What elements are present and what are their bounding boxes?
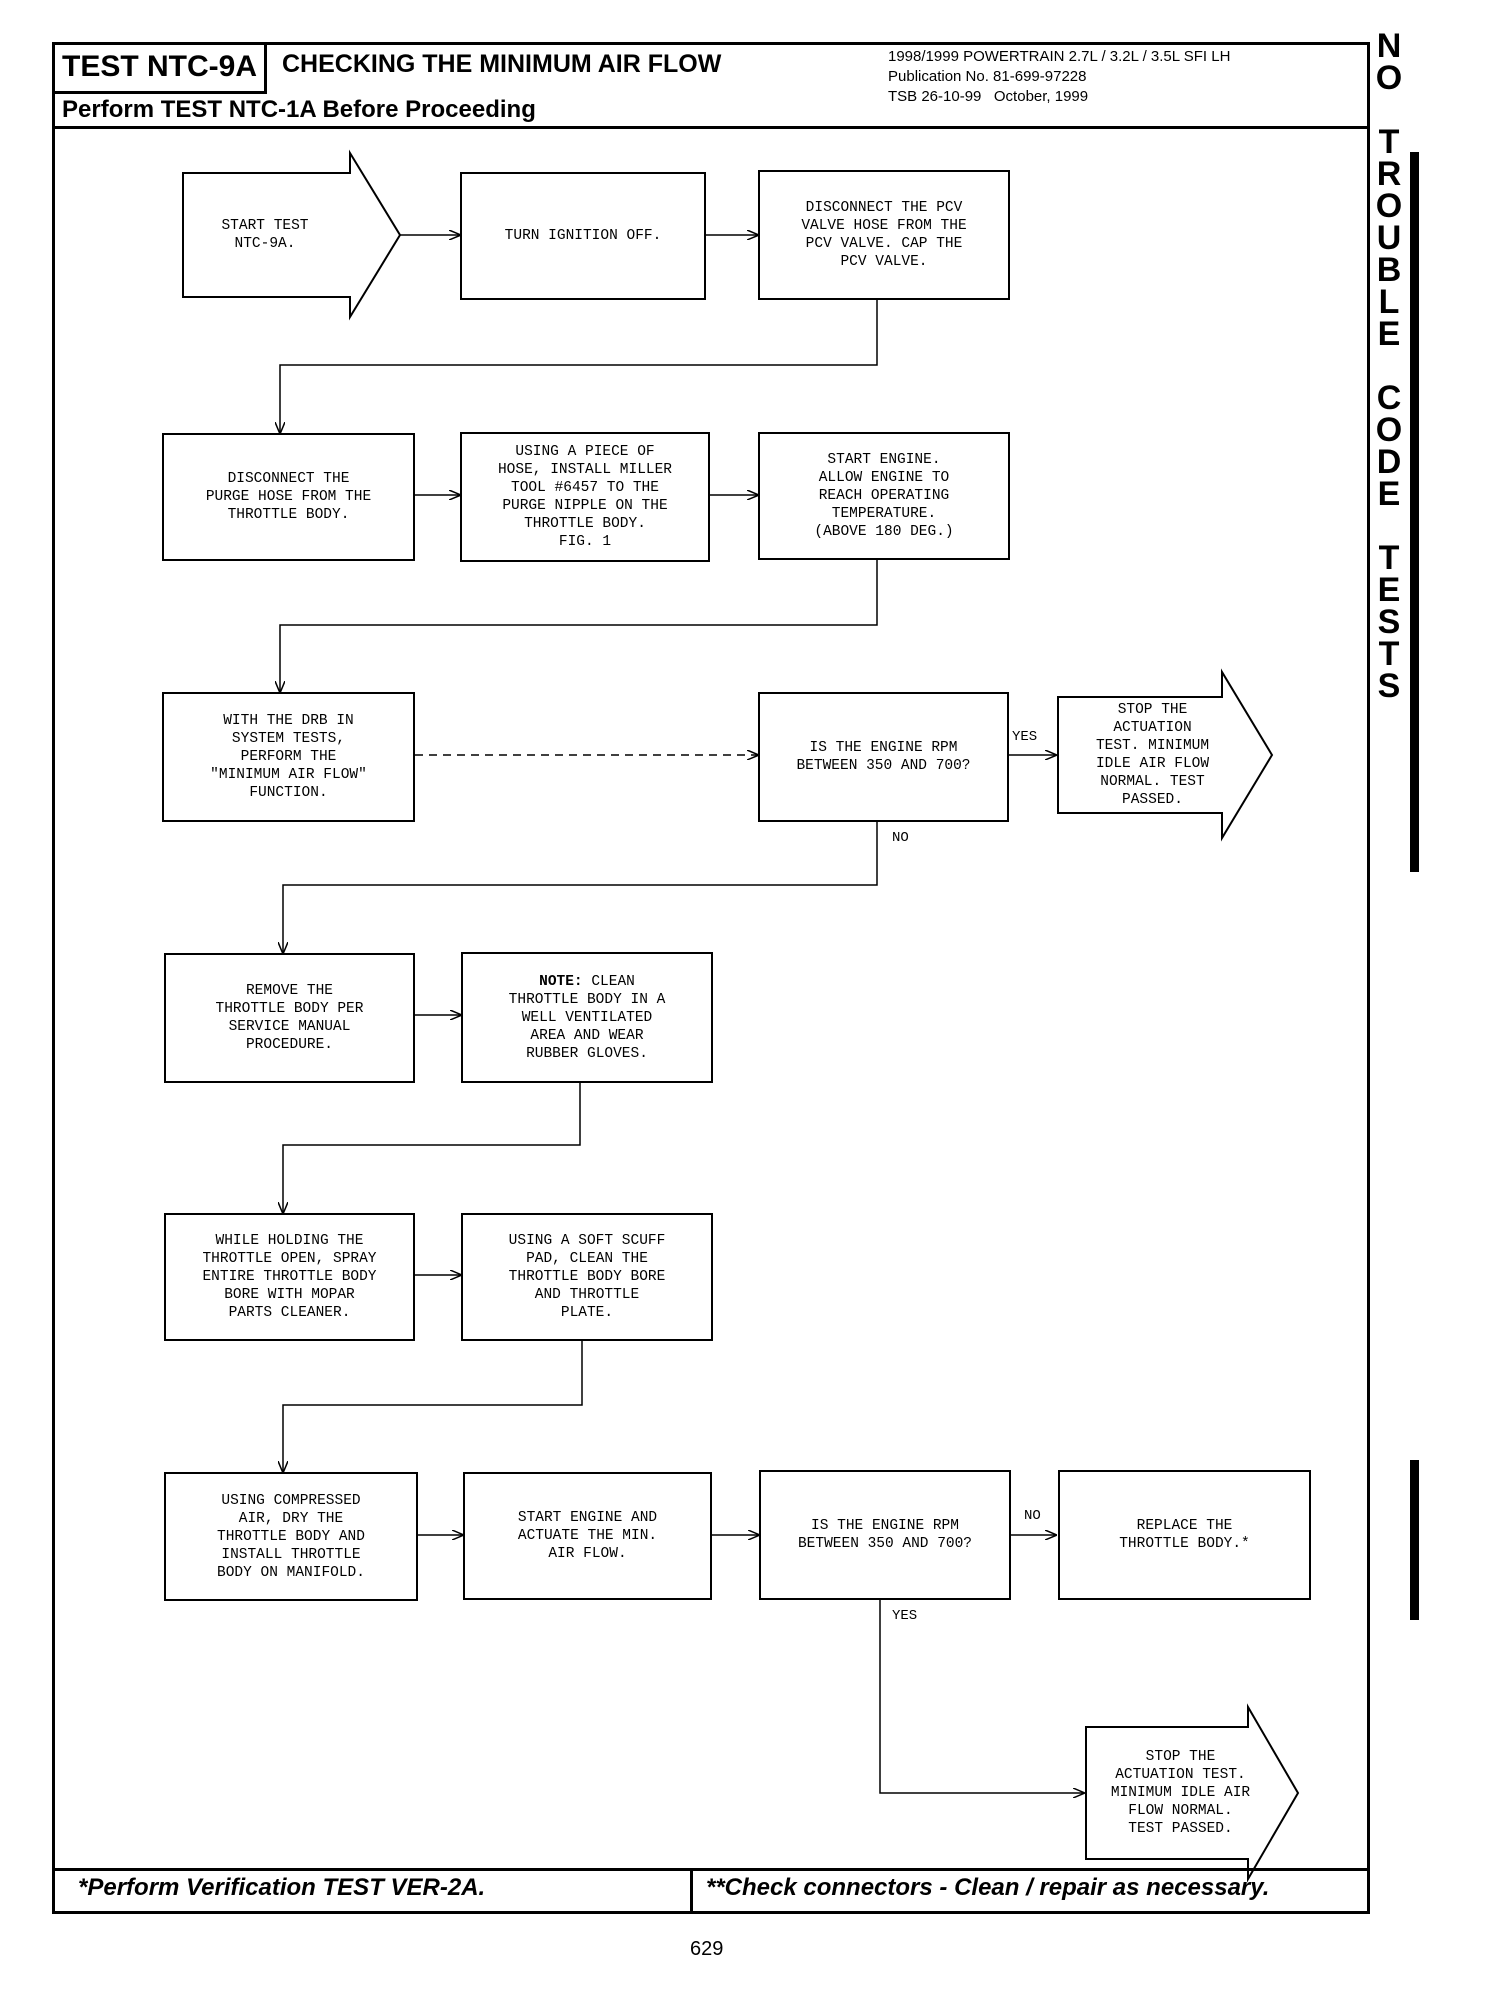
footer-divider xyxy=(52,1868,1370,1871)
step-stop-test-passed-2: STOP THE ACTUATION TEST. MINIMUM IDLE AI… xyxy=(1110,1748,1251,1837)
note-body: CLEAN THROTTLE BODY IN A WELL VENTILATED… xyxy=(508,973,666,1062)
step-start-and-actuate: START ENGINE AND ACTUATE THE MIN. AIR FL… xyxy=(463,1472,712,1600)
connector-line xyxy=(283,1081,581,1213)
side-tab-letter: T xyxy=(1378,635,1400,673)
decision-rpm-check-2: IS THE ENGINE RPM BETWEEN 350 AND 700? xyxy=(759,1470,1011,1600)
connector-line xyxy=(879,1600,1084,1793)
step-disconnect-purge-hose: DISCONNECT THE PURGE HOSE FROM THE THROT… xyxy=(162,433,415,561)
step-stop-test-passed-1: STOP THE ACTUATION TEST. MINIMUM IDLE AI… xyxy=(1095,702,1210,808)
page-number: 629 xyxy=(690,1938,724,1960)
step-remove-throttle-body: REMOVE THE THROTTLE BODY PER SERVICE MAN… xyxy=(164,953,415,1083)
footer-note-right: **Check connectors - Clean / repair as n… xyxy=(706,1874,1270,1901)
publication-line-2: Publication No. 81-699-97228 xyxy=(888,68,1087,85)
step-ignition-off: TURN IGNITION OFF. xyxy=(460,172,706,300)
side-tab-letter: O xyxy=(1375,411,1403,449)
note-label: NOTE: xyxy=(539,973,583,990)
side-tab-letter: E xyxy=(1377,315,1401,353)
step-start-engine-warm: START ENGINE. ALLOW ENGINE TO REACH OPER… xyxy=(758,432,1010,560)
side-tab-letter: T xyxy=(1378,123,1400,161)
side-tab-letter: T xyxy=(1378,539,1400,577)
no-label: NO xyxy=(1024,1508,1041,1524)
yes-label: YES xyxy=(1012,729,1038,745)
footer-column-divider xyxy=(690,1868,693,1914)
stop-arrow-shape-1 xyxy=(1057,668,1274,842)
connector-line xyxy=(283,1340,583,1472)
side-tab-letter: E xyxy=(1377,571,1401,609)
header-divider xyxy=(52,126,1370,129)
test-id: TEST NTC-9A xyxy=(52,42,267,94)
connector-line xyxy=(280,558,878,692)
page-subtitle: Perform TEST NTC-1A Before Proceeding xyxy=(62,96,536,123)
side-tab-letter: R xyxy=(1376,155,1402,193)
step-spray-throttle-bore: WHILE HOLDING THE THROTTLE OPEN, SPRAY E… xyxy=(164,1213,415,1341)
step-note-clean-throttle: NOTE: CLEAN THROTTLE BODY IN A WELL VENT… xyxy=(461,952,713,1083)
side-tab-letter: D xyxy=(1376,443,1402,481)
step-start-test: START TEST NTC-9A. xyxy=(221,218,309,252)
stop-arrow-shape-2 xyxy=(1085,1703,1300,1883)
side-tab-bar xyxy=(1410,152,1419,872)
side-tab-letter: O xyxy=(1375,187,1403,225)
start-arrow-shape xyxy=(182,149,402,321)
decision-rpm-check-1: IS THE ENGINE RPM BETWEEN 350 AND 700? xyxy=(758,692,1009,822)
footer-note-left: *Perform Verification TEST VER-2A. xyxy=(78,1874,486,1901)
side-tab-letter: U xyxy=(1376,219,1402,257)
no-label: NO xyxy=(892,830,909,846)
step-install-miller-tool: USING A PIECE OF HOSE, INSTALL MILLER TO… xyxy=(460,432,710,562)
page-title: CHECKING THE MINIMUM AIR FLOW xyxy=(282,50,722,78)
step-replace-throttle-body: REPLACE THE THROTTLE BODY.* xyxy=(1058,1470,1311,1600)
side-tab-letter: S xyxy=(1377,667,1401,705)
page-frame xyxy=(52,42,1370,1914)
publication-line-3: TSB 26-10-99 October, 1999 xyxy=(888,88,1089,105)
connector-line xyxy=(280,298,878,433)
publication-info: 1998/1999 POWERTRAIN 2.7L / 3.2L / 3.5L … xyxy=(888,47,1230,107)
side-tab-letter: E xyxy=(1377,475,1401,513)
step-disconnect-pcv: DISCONNECT THE PCV VALVE HOSE FROM THE P… xyxy=(758,170,1010,300)
publication-line-1: 1998/1999 POWERTRAIN 2.7L / 3.2L / 3.5L … xyxy=(888,48,1231,65)
side-tab-letter: C xyxy=(1376,379,1402,417)
side-tab-letter: B xyxy=(1376,251,1402,289)
side-tab: N O T R O U B L E C O D E T E S T S xyxy=(1372,27,1406,705)
step-dry-and-install: USING COMPRESSED AIR, DRY THE THROTTLE B… xyxy=(164,1472,418,1601)
step-scuff-pad-clean: USING A SOFT SCUFF PAD, CLEAN THE THROTT… xyxy=(461,1213,713,1341)
connector-line xyxy=(283,821,878,953)
yes-label: YES xyxy=(892,1608,918,1624)
side-tab-letter: O xyxy=(1375,59,1403,97)
side-tab-letter: N xyxy=(1376,27,1402,65)
side-tab-letter: S xyxy=(1377,603,1401,641)
note-text: NOTE: CLEAN THROTTLE BODY IN A WELL VENT… xyxy=(509,973,666,1063)
side-tab-letter: L xyxy=(1378,283,1400,321)
side-tab-bar xyxy=(1410,1460,1419,1620)
step-drb-minimum-air-flow: WITH THE DRB IN SYSTEM TESTS, PERFORM TH… xyxy=(162,692,415,822)
